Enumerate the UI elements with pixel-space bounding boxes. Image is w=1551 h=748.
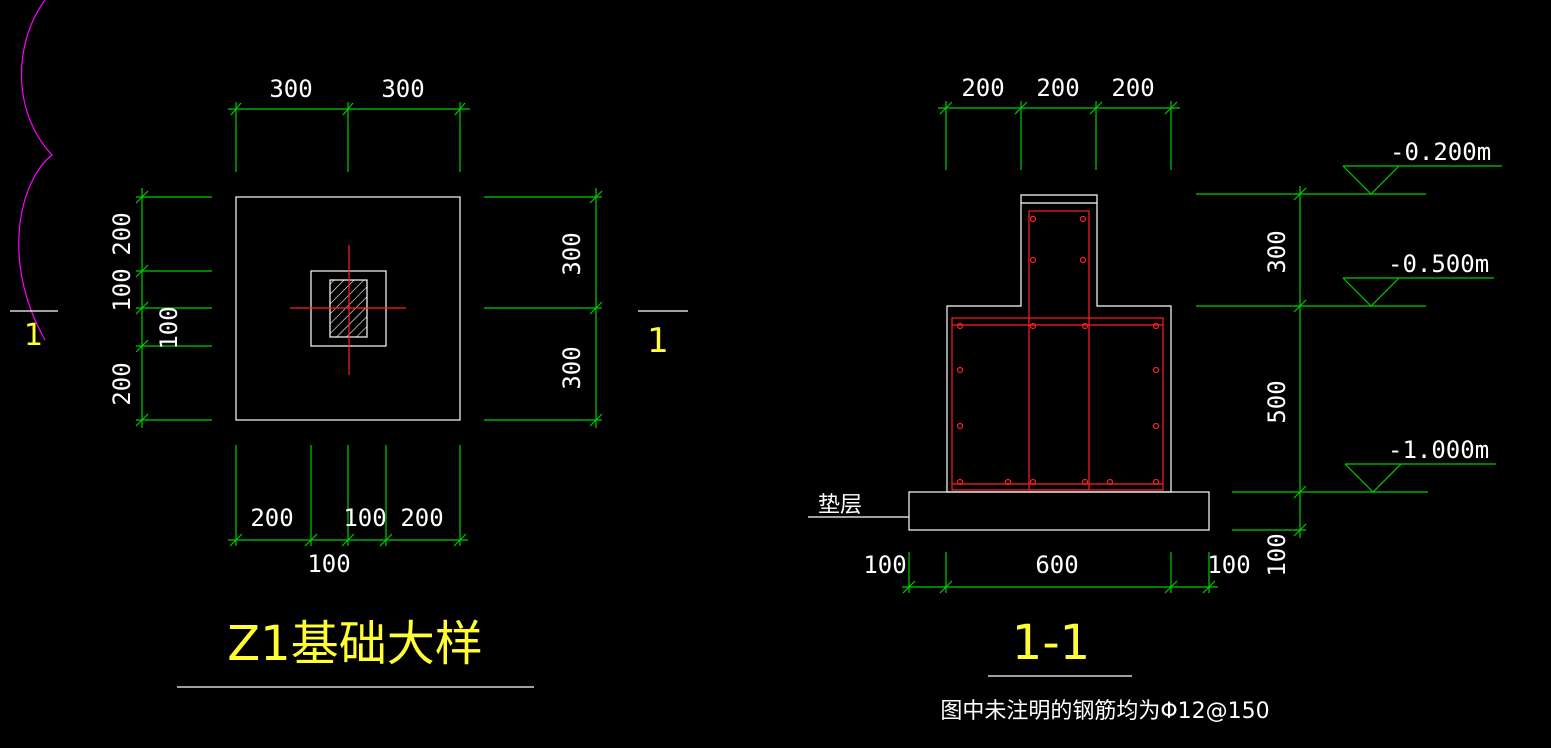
plan-right-dims: 300 300 bbox=[484, 188, 603, 428]
elevation-3: -1.000m bbox=[1388, 436, 1489, 464]
elevation-1: -0.200m bbox=[1390, 138, 1491, 166]
plan-top-dim-2: 300 bbox=[381, 75, 424, 103]
section-bottom-dim-1: 100 bbox=[863, 551, 906, 579]
section-right-dim-2: 500 bbox=[1263, 380, 1291, 423]
section-bottom-dim-2: 600 bbox=[1035, 551, 1078, 579]
plan-left-dims: 200 100 100 200 bbox=[108, 188, 212, 428]
revision-cloud: 1 bbox=[10, 0, 58, 353]
plan-bottom-dims: 200 100 200 100 bbox=[228, 445, 468, 578]
section-top-dims: 200 200 200 bbox=[938, 74, 1180, 170]
plan-top-dim-1: 300 bbox=[269, 75, 312, 103]
plan-bottom-dim-4: 100 bbox=[307, 550, 350, 578]
cushion-label: 垫层 bbox=[818, 493, 862, 518]
section-right-dims: 300 500 100 bbox=[1196, 186, 1428, 577]
plan-section-mark: 1 bbox=[647, 321, 669, 361]
left-section-mark: 1 bbox=[24, 318, 43, 353]
plan-bottom-dim-2: 100 bbox=[343, 504, 386, 532]
plan-right-dim-2: 300 bbox=[558, 346, 586, 389]
section-title: 1-1 bbox=[1012, 615, 1090, 671]
plan-left-dim-4: 200 bbox=[108, 362, 136, 405]
section-bottom-dims: 100 600 100 bbox=[863, 551, 1251, 594]
plan-bottom-dim-1: 200 bbox=[250, 504, 293, 532]
section-top-dim-2: 200 bbox=[1036, 74, 1079, 102]
section-bottom-dim-3: 100 bbox=[1207, 551, 1250, 579]
section-right-dim-1: 300 bbox=[1263, 230, 1291, 273]
section-top-dim-3: 200 bbox=[1111, 74, 1154, 102]
plan-left-dim-2: 100 bbox=[108, 268, 136, 311]
section-top-dim-1: 200 bbox=[961, 74, 1004, 102]
plan-right-dim-1: 300 bbox=[558, 232, 586, 275]
section-right-dim-3: 100 bbox=[1263, 533, 1291, 576]
elevation-markers: -0.200m -0.500m -1.000m bbox=[1342, 138, 1502, 493]
plan-view: 300 300 200 100 100 200 bbox=[108, 75, 688, 688]
plan-top-dims: 300 300 bbox=[228, 75, 470, 172]
plan-bottom-dim-3: 200 bbox=[400, 504, 443, 532]
elevation-2: -0.500m bbox=[1388, 250, 1489, 278]
footing-outline bbox=[235, 196, 461, 421]
plan-left-dim-3: 100 bbox=[155, 306, 183, 349]
rebar-cage bbox=[951, 210, 1164, 491]
pedestal-outline bbox=[946, 194, 1172, 493]
section-view: 垫层 bbox=[808, 74, 1502, 724]
section-note: 图中未注明的钢筋均为Φ12@150 bbox=[940, 699, 1269, 724]
cushion-layer bbox=[908, 491, 1210, 531]
plan-left-dim-1: 200 bbox=[108, 212, 136, 255]
plan-title: Z1基础大样 bbox=[227, 616, 482, 672]
